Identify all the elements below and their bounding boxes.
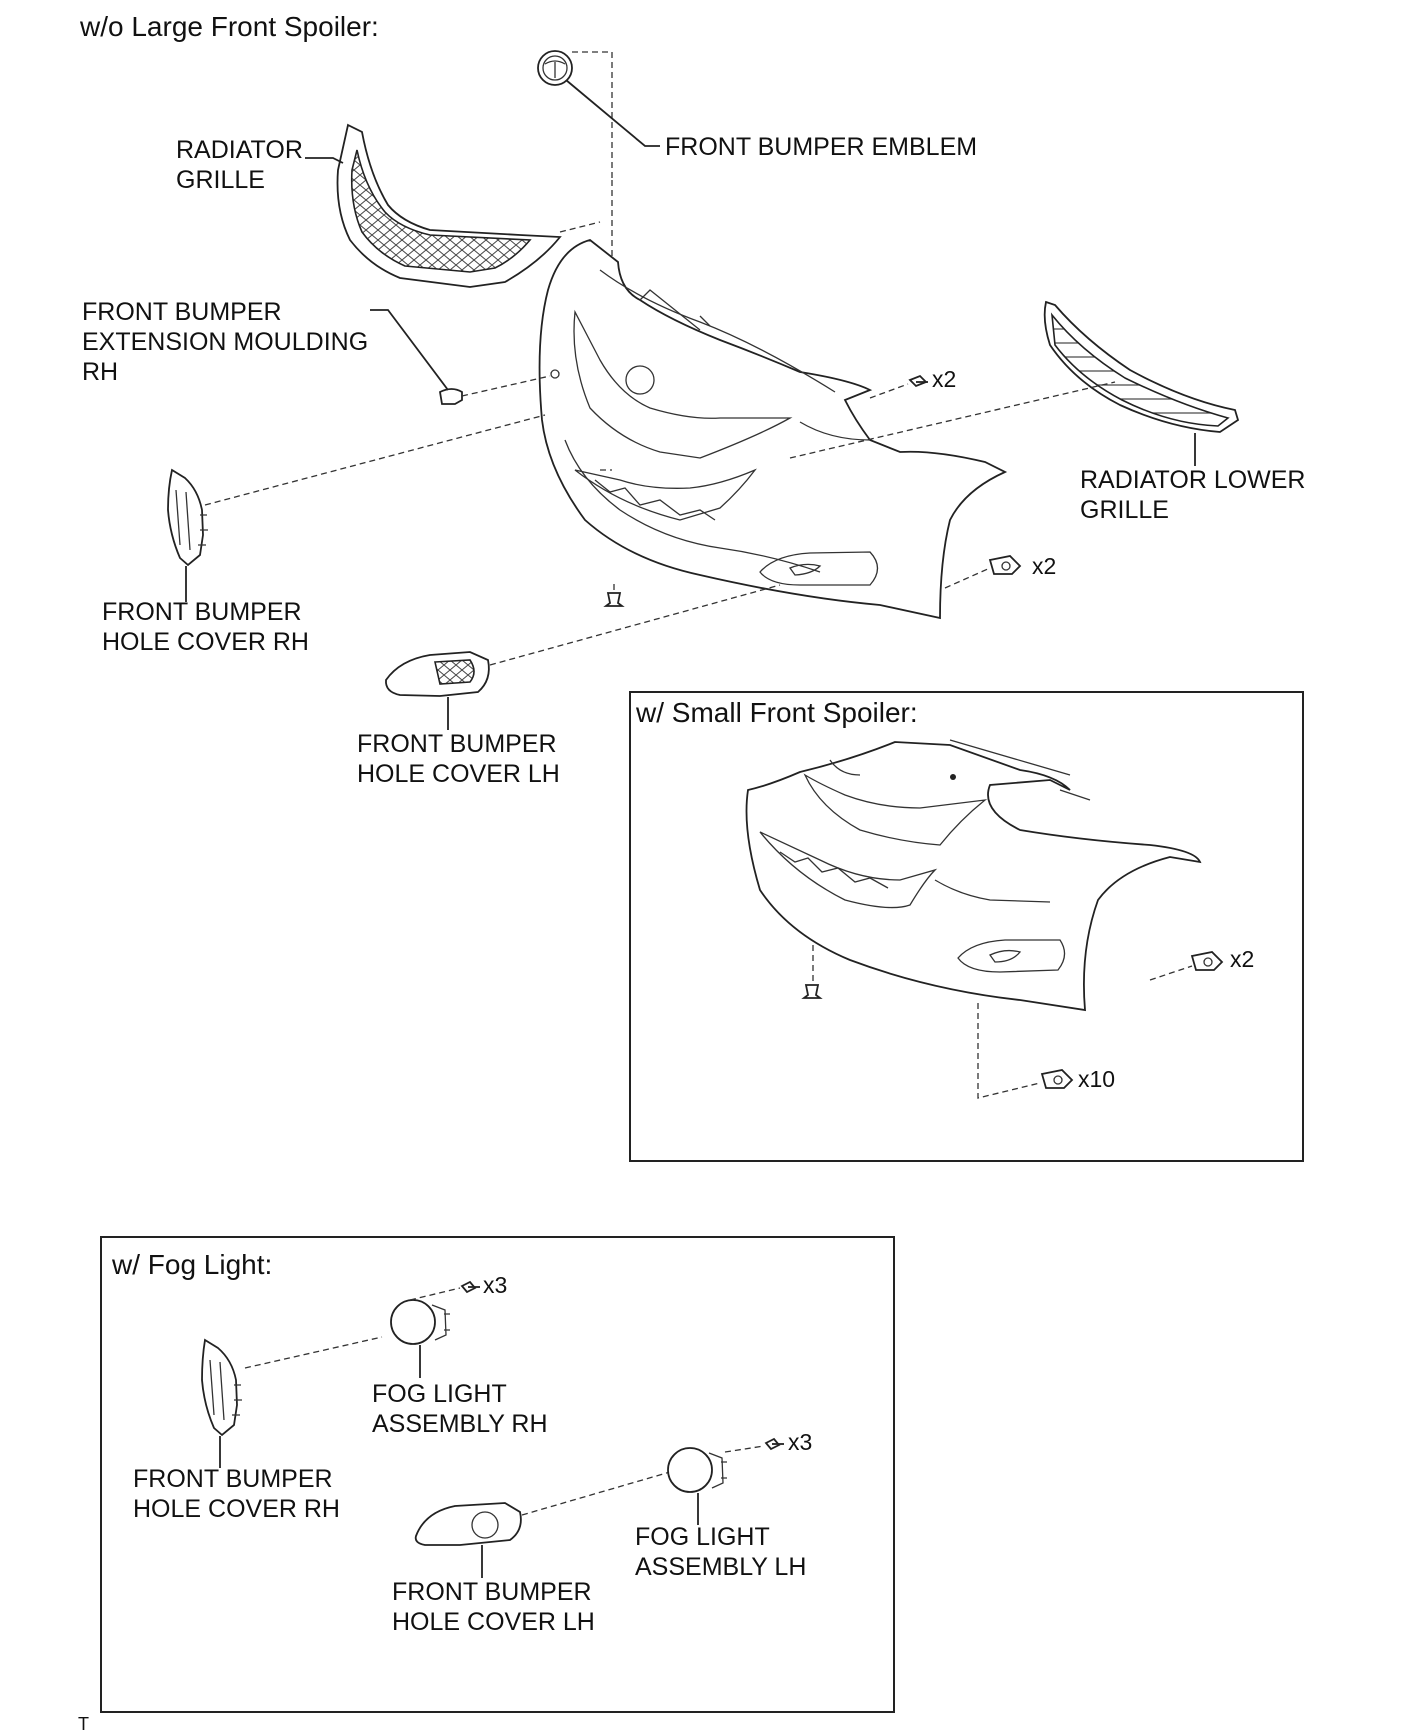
extension-moulding-leader <box>370 309 449 391</box>
qty-clip-small-bottom: x10 <box>1078 1066 1115 1092</box>
small-spoiler-clip-bottom <box>1040 1069 1074 1089</box>
label-radiator-grille-2: GRILLE <box>176 166 265 194</box>
small-clip-bottom-dash <box>977 1003 1041 1099</box>
bumper-bottom-clip <box>603 592 625 607</box>
screw-dash <box>869 383 909 399</box>
hole-cover-rh-part <box>167 468 208 567</box>
hole-cover-lh-dash <box>489 584 781 666</box>
radiator-grille-leader <box>305 157 344 164</box>
emblem-leader <box>565 79 660 147</box>
qty-clip-right: x2 <box>1032 553 1056 579</box>
clip-right-dash <box>944 567 991 589</box>
moulding-dash <box>461 375 551 397</box>
fog-lh-dash <box>521 1471 671 1516</box>
label-fog-lh-2: ASSEMBLY LH <box>635 1553 806 1581</box>
label-fog-lh-1: FOG LIGHT <box>635 1523 770 1551</box>
label-hole-cover-rh-2: HOLE COVER RH <box>102 628 309 656</box>
label-ext-moulding-1: FRONT BUMPER <box>82 298 282 326</box>
front-bumper-emblem-part <box>537 50 573 86</box>
small-front-spoiler-box <box>629 691 1304 1162</box>
label-fog-hole-rh-1: FRONT BUMPER <box>133 1465 333 1493</box>
front-bumper-cover-part <box>538 239 1008 620</box>
fog-lh-screw <box>764 1437 784 1451</box>
qty-fog-lh-screws: x3 <box>788 1429 812 1455</box>
qty-clip-small-right: x2 <box>1230 946 1254 972</box>
lower-grille-dash <box>789 381 1116 459</box>
label-fog-rh-2: ASSEMBLY RH <box>372 1410 548 1438</box>
fog-hole-cover-lh-part <box>414 1502 522 1546</box>
fog-rh-dash <box>244 1336 383 1369</box>
label-fog-hole-lh-1: FRONT BUMPER <box>392 1578 592 1606</box>
title-small-front-spoiler: w/ Small Front Spoiler: <box>635 697 918 728</box>
title-without-large-front-spoiler: w/o Large Front Spoiler: <box>79 11 379 42</box>
hole-cover-lh-part <box>385 651 490 697</box>
screw-top-right <box>908 374 928 388</box>
fog-hole-cover-rh-part <box>201 1338 242 1437</box>
fog-light-box <box>100 1236 895 1713</box>
label-hole-cover-lh-2: HOLE COVER LH <box>357 760 560 788</box>
label-front-bumper-emblem: FRONT BUMPER EMBLEM <box>665 133 977 161</box>
label-fog-hole-rh-2: HOLE COVER RH <box>133 1495 340 1523</box>
small-spoiler-clip-right <box>1190 951 1224 971</box>
fog-rh-screw <box>460 1280 480 1294</box>
label-hole-cover-lh-1: FRONT BUMPER <box>357 730 557 758</box>
label-radiator-lower-2: GRILLE <box>1080 496 1169 524</box>
grille-dashed-line <box>559 221 601 233</box>
title-fog-light: w/ Fog Light: <box>111 1249 272 1280</box>
radiator-lower-grille-part <box>1043 300 1240 433</box>
label-radiator-grille-1: RADIATOR <box>176 136 303 164</box>
fog-light-lh-part <box>667 1447 727 1493</box>
extension-moulding-rh-part <box>439 388 463 405</box>
moulding-hole <box>550 369 560 379</box>
label-ext-moulding-2: EXTENSION MOULDING <box>82 328 368 356</box>
emblem-dashed-leader <box>572 51 613 180</box>
label-ext-moulding-3: RH <box>82 358 118 386</box>
small-spoiler-bumper-part <box>745 739 1202 1012</box>
hole-cover-rh-dash <box>204 414 546 506</box>
label-fog-hole-lh-2: HOLE COVER LH <box>392 1608 595 1636</box>
qty-fog-rh-screws: x3 <box>483 1272 507 1298</box>
clip-right <box>988 555 1022 575</box>
label-radiator-lower-1: RADIATOR LOWER <box>1080 466 1306 494</box>
small-clip-right-dash <box>1149 965 1193 981</box>
radiator-grille-part <box>336 123 562 288</box>
corner-mark: T <box>78 1714 89 1734</box>
fog-rh-screw-dash <box>409 1287 461 1301</box>
fog-lh-screw-dash <box>724 1445 765 1453</box>
label-hole-cover-rh-1: FRONT BUMPER <box>102 598 302 626</box>
label-fog-rh-1: FOG LIGHT <box>372 1380 507 1408</box>
fog-light-rh-part <box>390 1299 450 1345</box>
qty-screw-top: x2 <box>932 366 956 392</box>
small-spoiler-bottom-clip <box>801 984 823 999</box>
